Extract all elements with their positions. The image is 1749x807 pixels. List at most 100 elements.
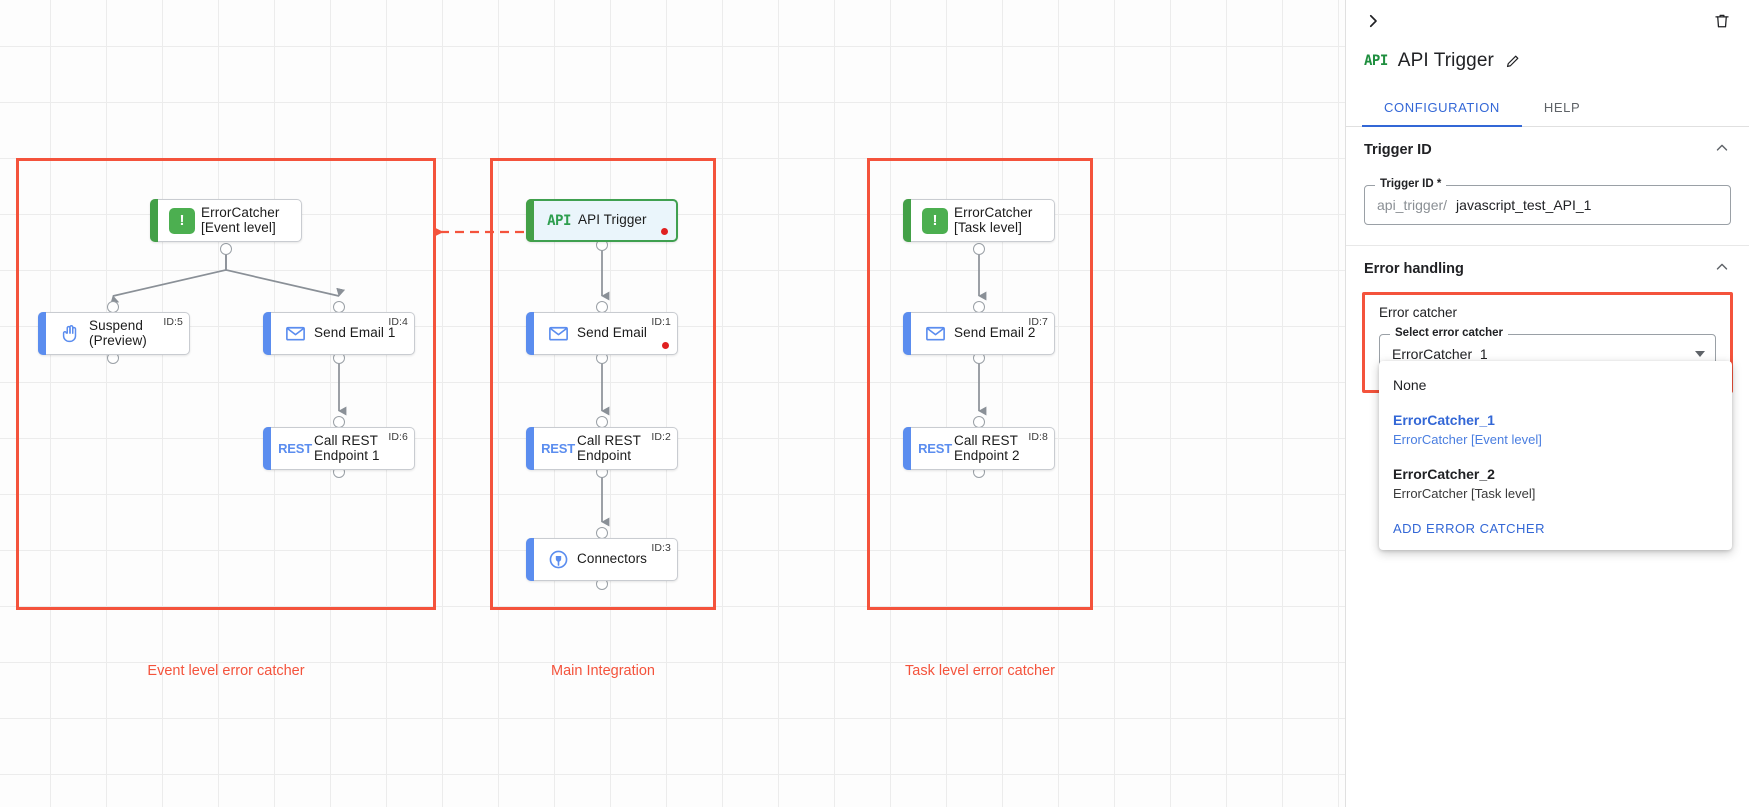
node-call-rest-endpoint-2[interactable]: REST Call REST Endpoint 2 ID:8 bbox=[903, 427, 1055, 470]
trigger-id-field-wrap: Trigger ID * api_trigger/ javascript_tes… bbox=[1364, 178, 1731, 225]
dropdown-option-errorcatcher-1[interactable]: ErrorCatcher_1 ErrorCatcher [Event level… bbox=[1379, 401, 1732, 455]
option-primary-text: None bbox=[1393, 377, 1427, 393]
node-accent-bar bbox=[903, 312, 911, 355]
select-error-catcher-value: ErrorCatcher_1 bbox=[1392, 346, 1488, 362]
node-accent-bar bbox=[526, 427, 534, 470]
node-id-badge: ID:8 bbox=[1028, 431, 1048, 443]
connectors-icon bbox=[541, 548, 575, 571]
chevron-right-icon[interactable] bbox=[1358, 6, 1388, 36]
node-id-badge: ID:5 bbox=[163, 316, 183, 328]
page-title: API Trigger bbox=[1397, 50, 1494, 71]
rest-icon: REST bbox=[278, 441, 312, 456]
option-secondary-text: ErrorCatcher [Task level] bbox=[1393, 486, 1536, 501]
option-secondary-text: ErrorCatcher [Event level] bbox=[1393, 432, 1542, 447]
hand-icon bbox=[53, 323, 87, 345]
panel-title-row: API API Trigger bbox=[1346, 42, 1749, 80]
node-label: Call REST Endpoint 2 bbox=[954, 433, 1020, 463]
trigger-id-label: Trigger ID * bbox=[1375, 178, 1447, 190]
group-frame-task-level[interactable] bbox=[867, 158, 1093, 610]
option-primary-text: ErrorCatcher_2 bbox=[1393, 466, 1495, 482]
section-title: Error handling bbox=[1364, 261, 1464, 277]
node-error-catcher-task-level[interactable]: ! ErrorCatcher [Task level] bbox=[903, 199, 1055, 242]
chevron-up-icon[interactable] bbox=[1713, 139, 1731, 162]
node-id-badge: ID:3 bbox=[651, 542, 671, 554]
node-label: Send Email 2 bbox=[954, 325, 1036, 341]
node-accent-bar bbox=[38, 312, 46, 355]
node-accent-bar bbox=[526, 538, 534, 581]
section-header-error-handling[interactable]: Error handling bbox=[1364, 246, 1731, 292]
error-catcher-title: Error catcher bbox=[1379, 305, 1458, 320]
node-call-rest-endpoint[interactable]: REST Call REST Endpoint ID:2 bbox=[526, 427, 678, 470]
tab-configuration[interactable]: CONFIGURATION bbox=[1362, 90, 1522, 127]
node-label: ErrorCatcher [Task level] bbox=[954, 205, 1033, 235]
chevron-down-icon[interactable] bbox=[1695, 351, 1705, 357]
connection-lines bbox=[110, 227, 987, 527]
section-error-handling: Error handling Error catcher Select erro… bbox=[1346, 246, 1749, 550]
chevron-up-icon[interactable] bbox=[1713, 258, 1731, 281]
add-error-catcher-button[interactable]: ADD ERROR CATCHER bbox=[1393, 521, 1545, 536]
properties-panel: API API Trigger CONFIGURATION HELP Trigg… bbox=[1345, 0, 1749, 807]
error-indicator-dot bbox=[662, 342, 669, 349]
trash-icon[interactable] bbox=[1707, 6, 1737, 36]
dropdown-option-errorcatcher-2[interactable]: ErrorCatcher_2 ErrorCatcher [Task level] bbox=[1379, 455, 1732, 509]
rest-icon: REST bbox=[918, 441, 952, 456]
node-id-badge: ID:4 bbox=[388, 316, 408, 328]
node-api-trigger[interactable]: API API Trigger bbox=[526, 199, 678, 242]
node-error-catcher-event-level[interactable]: ! ErrorCatcher [Event level] bbox=[150, 199, 302, 242]
group-label-event-level: Event level error catcher bbox=[147, 663, 305, 679]
node-label: Call REST Endpoint 1 bbox=[314, 433, 380, 463]
node-accent-bar bbox=[526, 199, 534, 242]
pencil-icon[interactable] bbox=[1504, 53, 1521, 70]
port-out-error-catcher-event[interactable] bbox=[220, 243, 232, 255]
node-send-email-2[interactable]: Send Email 2 ID:7 bbox=[903, 312, 1055, 355]
node-label: Send Email bbox=[577, 325, 648, 341]
trigger-id-prefix: api_trigger/ bbox=[1377, 197, 1448, 213]
group-frame-main-integration[interactable] bbox=[490, 158, 716, 610]
node-label: Connectors bbox=[577, 551, 648, 567]
rest-icon: REST bbox=[541, 441, 575, 456]
error-catcher-icon: ! bbox=[918, 207, 952, 234]
section-trigger-id: Trigger ID Trigger ID * api_trigger/ jav… bbox=[1346, 127, 1749, 246]
api-icon: API bbox=[1364, 53, 1388, 69]
node-send-email[interactable]: Send Email ID:1 bbox=[526, 312, 678, 355]
node-accent-bar bbox=[903, 427, 911, 470]
envelope-icon bbox=[278, 322, 312, 345]
trigger-id-value: javascript_test_API_1 bbox=[1456, 197, 1592, 213]
node-connectors[interactable]: Connectors ID:3 bbox=[526, 538, 678, 581]
dropdown-option-none[interactable]: None bbox=[1379, 370, 1732, 401]
node-accent-bar bbox=[526, 312, 534, 355]
group-label-task-level: Task level error catcher bbox=[905, 663, 1055, 679]
node-label: Call REST Endpoint bbox=[577, 433, 641, 463]
node-label: API Trigger bbox=[578, 212, 647, 228]
node-accent-bar bbox=[263, 427, 271, 470]
section-title: Trigger ID bbox=[1364, 142, 1432, 158]
section-header-trigger-id[interactable]: Trigger ID bbox=[1364, 127, 1731, 173]
envelope-icon bbox=[918, 322, 952, 345]
node-send-email-1[interactable]: Send Email 1 ID:4 bbox=[263, 312, 415, 355]
node-id-badge: ID:1 bbox=[651, 316, 671, 328]
tab-help[interactable]: HELP bbox=[1543, 100, 1581, 115]
option-primary-text: ErrorCatcher_1 bbox=[1393, 412, 1495, 428]
port-out-error-catcher-task[interactable] bbox=[973, 243, 985, 255]
node-call-rest-endpoint-1[interactable]: REST Call REST Endpoint 1 ID:6 bbox=[263, 427, 415, 470]
panel-toolbar bbox=[1346, 0, 1749, 42]
node-id-badge: ID:7 bbox=[1028, 316, 1048, 328]
group-frame-event-level[interactable] bbox=[16, 158, 436, 610]
panel-tabs: CONFIGURATION HELP bbox=[1346, 90, 1749, 127]
node-label: Suspend (Preview) bbox=[89, 318, 147, 348]
node-label: ErrorCatcher [Event level] bbox=[201, 205, 280, 235]
node-id-badge: ID:2 bbox=[651, 431, 671, 443]
error-catcher-box: Error catcher Select error catcher Error… bbox=[1362, 292, 1733, 550]
envelope-icon bbox=[541, 322, 575, 345]
error-indicator-dot bbox=[661, 228, 668, 235]
select-error-catcher-label: Select error catcher bbox=[1390, 327, 1509, 339]
node-accent-bar bbox=[903, 199, 911, 242]
group-label-main-integration: Main Integration bbox=[551, 663, 655, 679]
node-suspend-preview[interactable]: Suspend (Preview) ID:5 bbox=[38, 312, 190, 355]
error-catcher-dropdown-menu[interactable]: None ErrorCatcher_1 ErrorCatcher [Event … bbox=[1379, 361, 1732, 550]
node-id-badge: ID:6 bbox=[388, 431, 408, 443]
workflow-canvas[interactable]: Event level error catcher Main Integrati… bbox=[0, 0, 1345, 807]
error-catcher-icon: ! bbox=[165, 207, 199, 234]
trigger-id-input[interactable]: Trigger ID * api_trigger/ javascript_tes… bbox=[1364, 178, 1731, 225]
